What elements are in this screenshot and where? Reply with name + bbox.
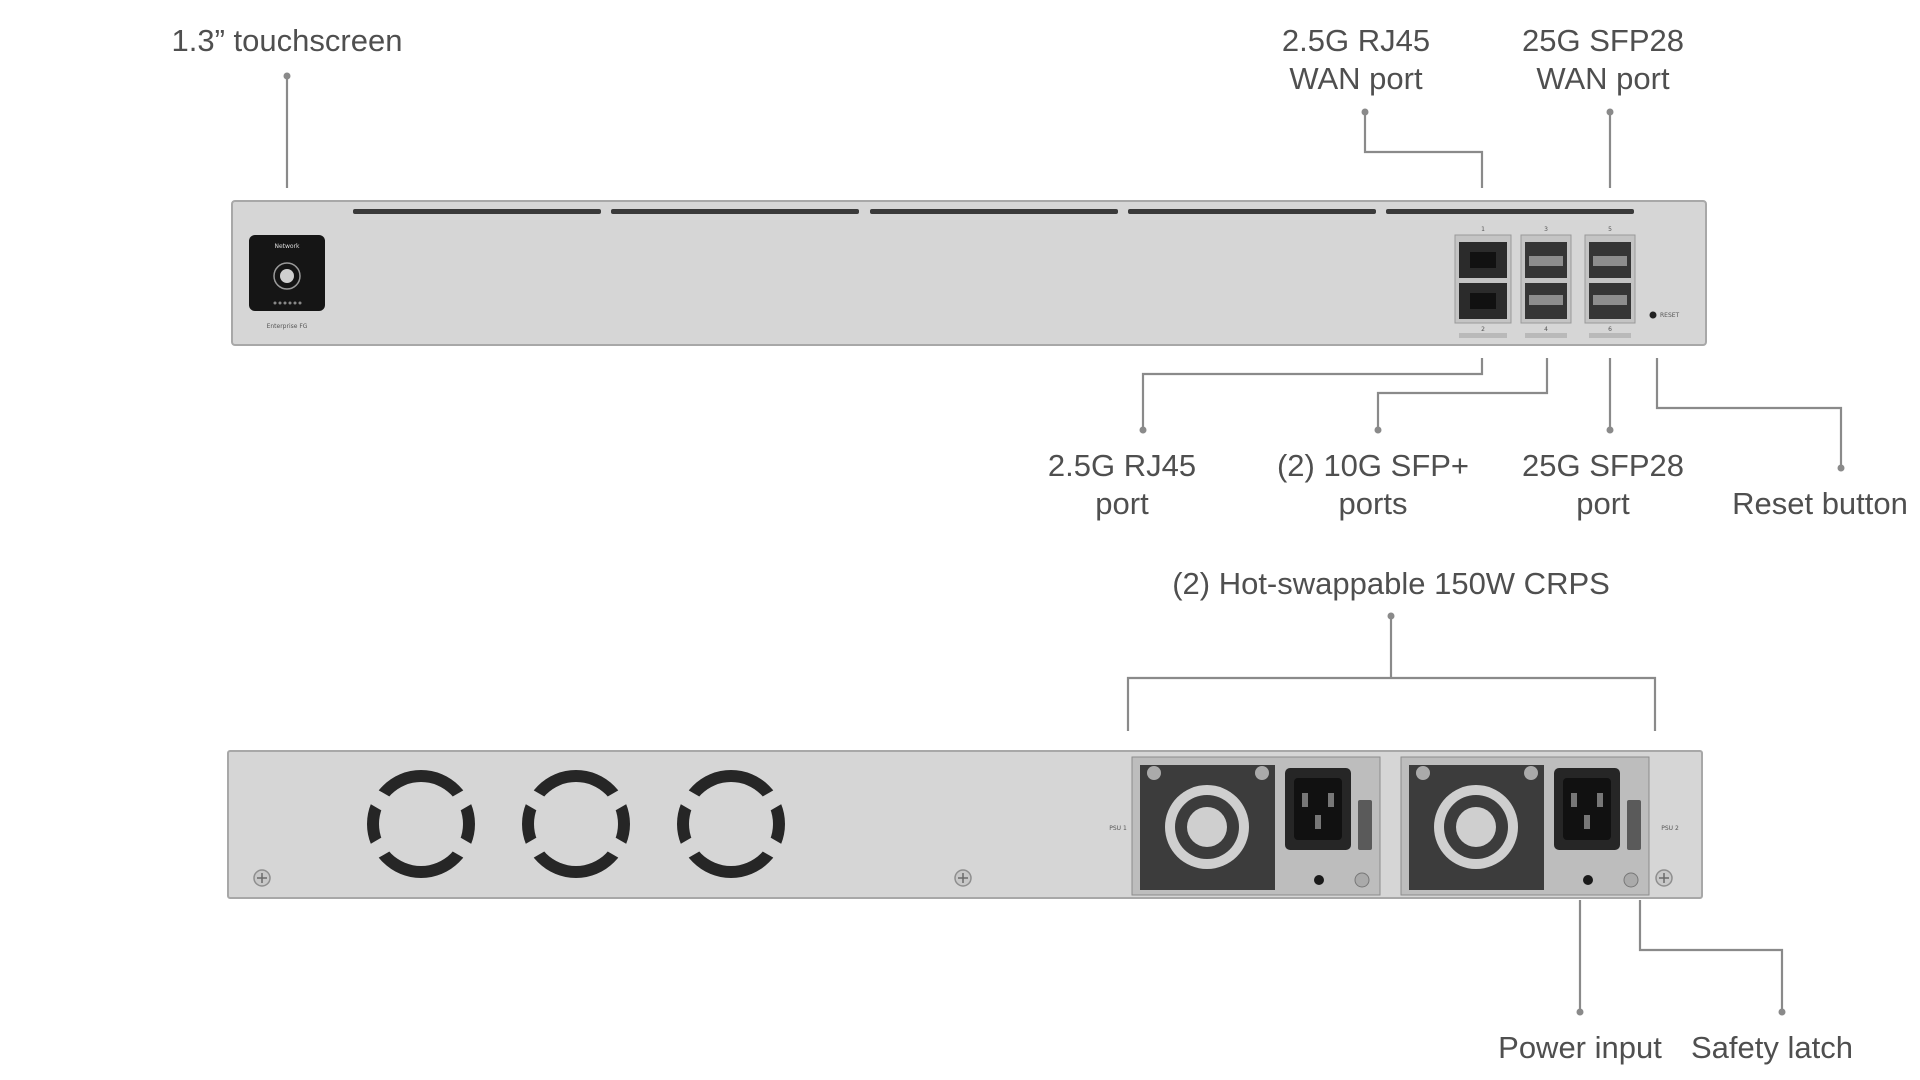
safety-latch-1[interactable] [1358,800,1372,850]
port-number-4: 4 [1544,326,1548,333]
sfp28-port-callout-line1: 25G SFP28 [1522,448,1684,483]
sfp-plus-port-block: 3 4 [1520,226,1572,338]
port-number-5: 5 [1608,226,1612,233]
front-vents [353,209,1634,214]
rj45-port-callout-line1: 2.5G RJ45 [1048,448,1196,483]
screen-title: Network [274,243,300,250]
port-number-3: 3 [1544,226,1548,233]
reset-label: RESET [1660,312,1680,319]
port-number-2: 2 [1481,326,1485,333]
psu-label-1: PSU 1 [1109,825,1127,832]
rear-leaders [1126,612,1786,1016]
brand-label: Enterprise FG [267,323,308,330]
fan-vent-3 [677,770,785,878]
port-number-1: 1 [1481,226,1485,233]
reset-button-callout: Reset button [1732,486,1908,521]
psu-module-1[interactable]: PSU 1 [1109,756,1381,896]
rj45-port-callout-line2: port [1095,486,1149,521]
rj45-wan-callout-line1: 2.5G RJ45 [1282,23,1430,58]
safety-latch-2[interactable] [1627,800,1641,850]
power-input-socket-1[interactable] [1285,768,1351,850]
touchscreen-callout: 1.3” touchscreen [172,23,403,58]
fan-vent-2 [522,770,630,878]
reset-button[interactable] [1649,311,1657,319]
fan-vents [367,770,785,878]
fan-vent-1 [367,770,475,878]
touchscreen-display[interactable]: Network [249,235,325,311]
psu-module-2[interactable]: PSU 2 [1400,756,1679,896]
rear-panel: PSU 1 PSU 2 [227,750,1703,899]
rj45-wan-callout-line2: WAN port [1289,61,1423,96]
power-input-socket-2[interactable] [1554,768,1620,850]
psu-label-2: PSU 2 [1661,825,1679,832]
sfp28-wan-callout-line2: WAN port [1536,61,1670,96]
sfp28-wan-callout-line1: 25G SFP28 [1522,23,1684,58]
sfp28-port-callout-line2: port [1576,486,1630,521]
crps-callout: (2) Hot-swappable 150W CRPS [1172,566,1610,601]
front-leaders [283,72,1845,472]
port-number-6: 6 [1608,326,1612,333]
sfp28-port-block: 5 6 [1584,226,1636,338]
power-input-callout: Power input [1498,1030,1662,1065]
rj45-port-block: 1 2 [1454,226,1512,338]
safety-latch-callout: Safety latch [1691,1030,1853,1065]
front-panel: Network Enterprise FG 1 2 3 4 [231,200,1707,346]
sfp-plus-callout-line2: ports [1339,486,1408,521]
sfp-plus-callout-line1: (2) 10G SFP+ [1277,448,1469,483]
